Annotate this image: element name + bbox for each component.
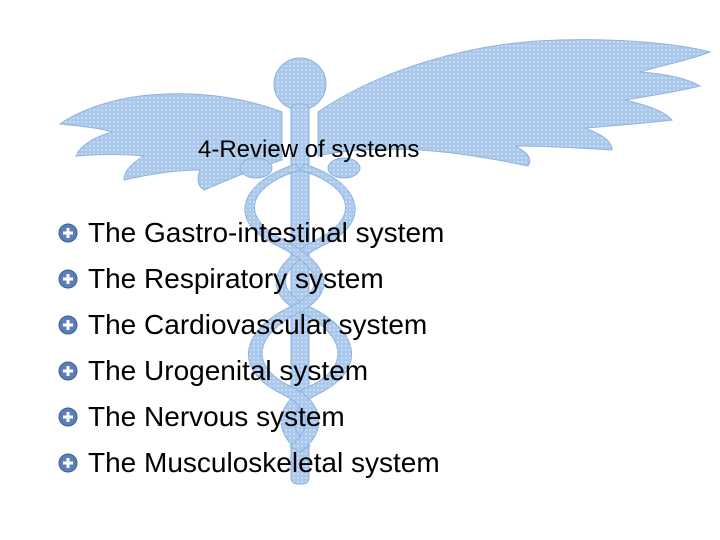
list-item: The Respiratory system bbox=[58, 256, 444, 302]
slide-title: 4-Review of systems bbox=[198, 136, 420, 163]
plus-circle-icon bbox=[58, 407, 78, 427]
list-item: The Gastro-intestinal system bbox=[58, 210, 444, 256]
list-item: The Cardiovascular system bbox=[58, 302, 444, 348]
plus-circle-icon bbox=[58, 269, 78, 289]
plus-circle-icon bbox=[58, 223, 78, 243]
list-item: The Urogenital system bbox=[58, 348, 444, 394]
list-item-label: The Musculoskeletal system bbox=[88, 447, 440, 478]
list-item-label: The Urogenital system bbox=[88, 355, 369, 386]
plus-circle-icon bbox=[58, 315, 78, 335]
list-item-label: The Gastro-intestinal system bbox=[88, 217, 445, 248]
list-item: The Nervous system bbox=[58, 394, 444, 440]
list-item-label: The Cardiovascular system bbox=[88, 309, 428, 340]
list-item-label: The Respiratory system bbox=[88, 263, 384, 294]
bullet-list: The Gastro-intestinal system The Respira… bbox=[58, 210, 444, 486]
list-item: The Musculoskeletal system bbox=[58, 440, 444, 486]
plus-circle-icon bbox=[58, 453, 78, 473]
list-item-label: The Nervous system bbox=[88, 401, 345, 432]
plus-circle-icon bbox=[58, 361, 78, 381]
